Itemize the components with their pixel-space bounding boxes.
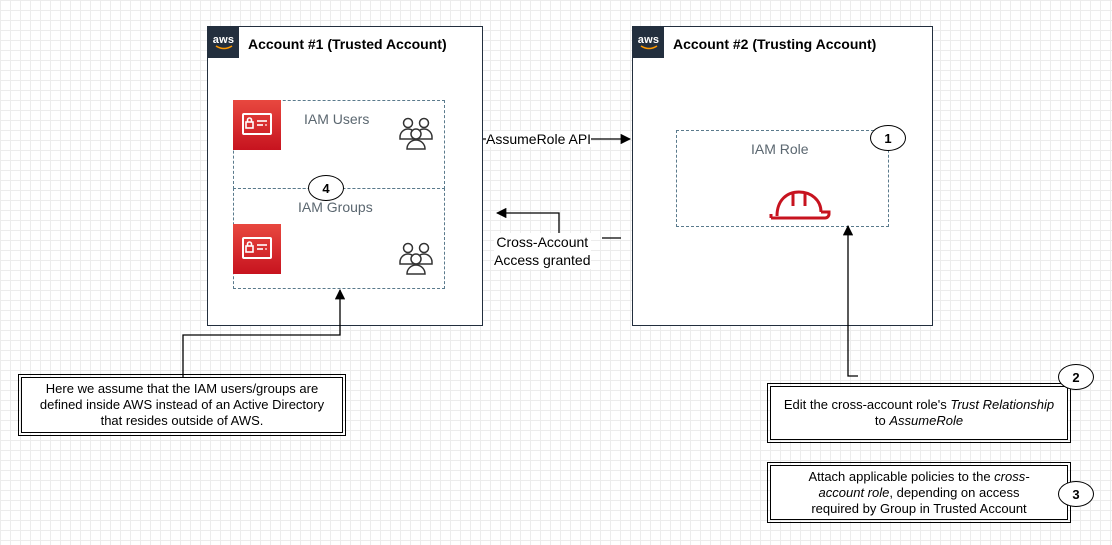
step-2-note: Edit the cross-account role's Trust Rela… (767, 383, 1071, 443)
iam-groups-label: IAM Groups (298, 199, 373, 215)
iam-role-box (676, 130, 889, 227)
account-2-title: Account #2 (Trusting Account) (673, 36, 877, 52)
access-granted-line2: Access granted (494, 252, 591, 268)
step-3-note: Attach applicable policies to the cross-… (767, 462, 1071, 523)
assumption-text: Here we assume that the IAM users/groups… (39, 381, 325, 428)
users-icon (399, 117, 433, 150)
account-1-title: Account #1 (Trusted Account) (248, 36, 447, 52)
account-1-container: aws Account #1 (Trusted Account) (207, 26, 483, 326)
aws-logo-icon: aws (633, 27, 664, 58)
iam-role-label: IAM Role (751, 141, 809, 157)
access-granted-arrow (497, 213, 621, 239)
users-icon (399, 242, 433, 275)
step-1-badge: 1 (870, 125, 906, 151)
step-3-text: Attach applicable policies to the cross-… (808, 468, 1030, 516)
hard-hat-icon (769, 190, 831, 220)
iam-groups-identity-icon (233, 224, 281, 274)
access-granted-label: Cross-Account Access granted (494, 233, 591, 269)
trust-relationship-arrow (842, 224, 858, 377)
step-2-text: Edit the cross-account role's Trust Rela… (783, 397, 1055, 428)
aws-logo-icon: aws (208, 27, 239, 58)
access-granted-line1: Cross-Account (496, 234, 589, 250)
step-4-badge: 4 (308, 175, 344, 201)
account-2-container: aws Account #2 (Trusting Account) (632, 26, 933, 326)
assumption-note: Here we assume that the IAM users/groups… (18, 374, 346, 436)
assume-role-label: AssumeRole API (486, 131, 592, 147)
assumption-arrow (182, 288, 346, 377)
iam-users-identity-icon (233, 100, 281, 150)
step-3-badge: 3 (1058, 481, 1094, 507)
iam-users-label: IAM Users (304, 111, 370, 127)
step-2-badge: 2 (1058, 364, 1094, 390)
